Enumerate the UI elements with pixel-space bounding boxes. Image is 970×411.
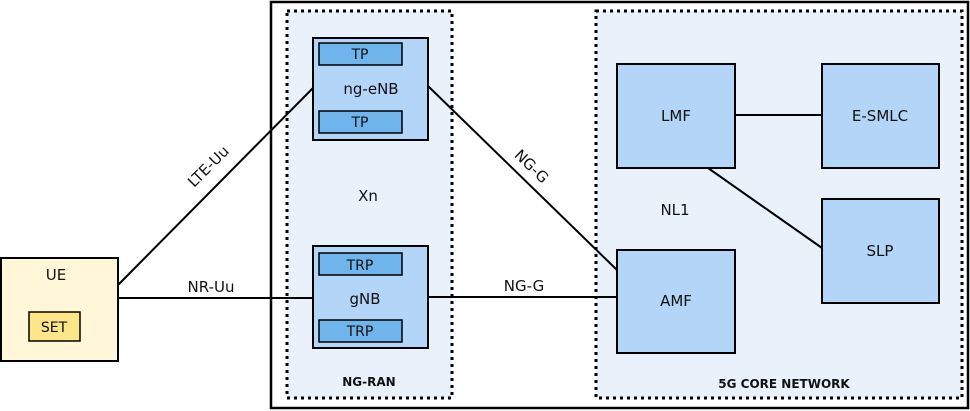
ng-enb-label: ng-eNB bbox=[343, 80, 398, 98]
core-network-label: 5G CORE NETWORK bbox=[718, 377, 850, 391]
gnb-label: gNB bbox=[349, 290, 380, 308]
amf-label: AMF bbox=[660, 292, 692, 310]
slp-box bbox=[821, 198, 940, 304]
trp-top-box bbox=[318, 252, 403, 276]
lmf-slp-link bbox=[707, 167, 823, 249]
set-box bbox=[28, 311, 81, 342]
nl1-label: NL1 bbox=[660, 201, 689, 219]
xn-label: Xn bbox=[358, 187, 378, 205]
amf-box bbox=[616, 249, 736, 354]
ng-g-lower-label: NG-G bbox=[504, 277, 544, 295]
lte-uu-link bbox=[117, 87, 314, 286]
esmlc-box bbox=[821, 63, 940, 169]
ng-ran-label: NG-RAN bbox=[342, 375, 395, 389]
ng-g-enb-amf-link bbox=[427, 85, 618, 271]
lmf-box bbox=[616, 63, 736, 169]
trp-bottom-box bbox=[318, 319, 403, 343]
tp-bottom-label: TP bbox=[351, 115, 369, 131]
trp-top-label: TRP bbox=[346, 258, 374, 274]
nr-uu-label: NR-Uu bbox=[188, 278, 235, 296]
ue-box bbox=[0, 257, 119, 362]
tp-top-box bbox=[318, 42, 403, 66]
trp-bottom-label: TRP bbox=[346, 324, 374, 340]
lmf-label: LMF bbox=[661, 107, 691, 125]
slp-label: SLP bbox=[867, 242, 894, 260]
lte-uu-label: LTE-Uu bbox=[184, 142, 233, 191]
tp-bottom-box bbox=[318, 110, 403, 134]
esmlc-label: E-SMLC bbox=[852, 107, 908, 125]
set-label: SET bbox=[41, 320, 68, 336]
ue-label: UE bbox=[46, 266, 66, 284]
tp-top-label: TP bbox=[351, 47, 369, 63]
